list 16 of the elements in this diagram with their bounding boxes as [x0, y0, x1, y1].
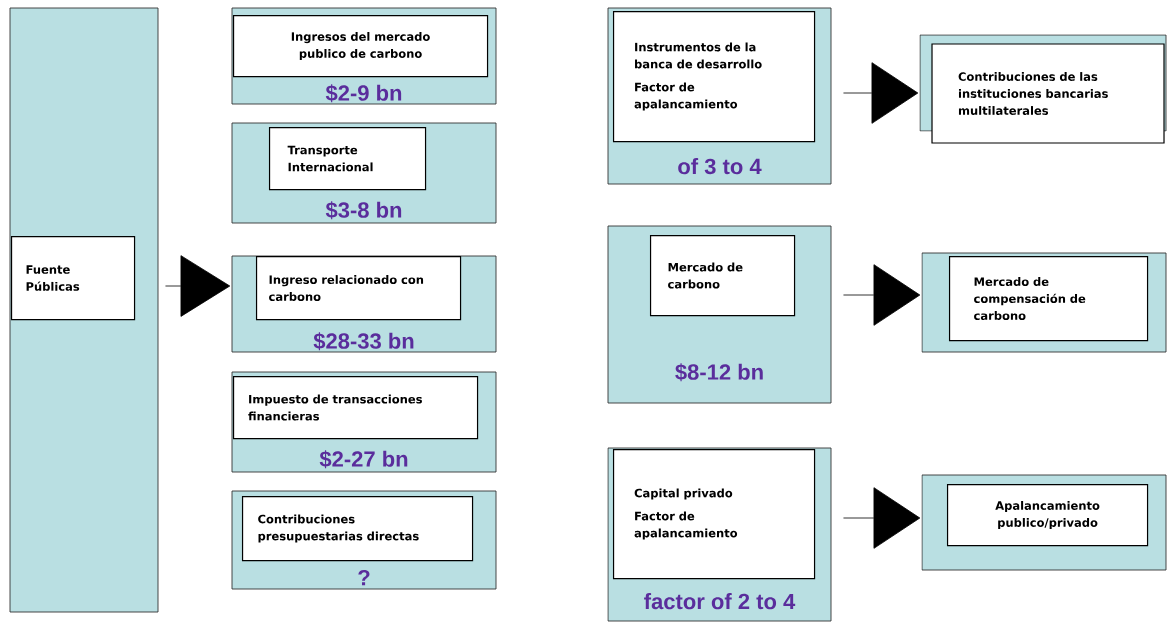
text-box: Transporte Internacional [268, 126, 427, 191]
text-box: Mercado de compensación de carbono [948, 255, 1149, 342]
text-box: Fuente Públicas [10, 235, 136, 321]
text-box: Contribuciones presupuestarias directas [241, 495, 474, 562]
text-box: Impuesto de transacciones financieras [232, 375, 479, 440]
text-box: Capital privado Factor de apalancamiento [612, 448, 816, 580]
arrow [165, 255, 231, 317]
text-box: Ingresos del mercado publico de carbono [232, 14, 489, 78]
text-box: Mercado de carbono [649, 234, 796, 317]
arrow [843, 264, 921, 326]
text-box: Instrumentos de la banca de desarrollo Factor de apalancamiento [612, 10, 816, 143]
arrow [843, 62, 919, 124]
text-box: Ingreso relacionado con carbono [255, 255, 462, 321]
arrow [843, 487, 921, 549]
text-box: Apalancamiento publico/privado [946, 483, 1149, 547]
text-box: Contribuciones de las instituciones bancarias multilaterales [931, 43, 1165, 144]
